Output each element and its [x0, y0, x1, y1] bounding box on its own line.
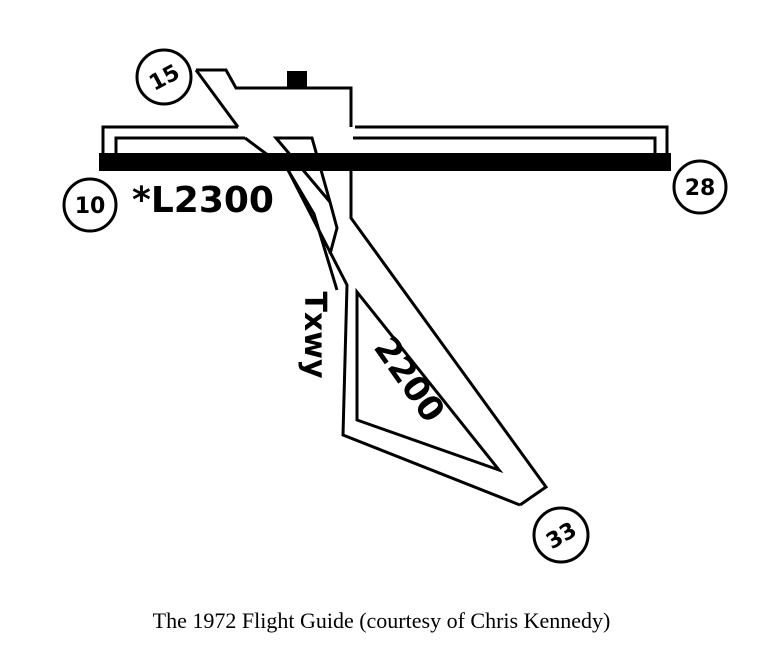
runway-15-33-mid-edge — [328, 201, 339, 255]
runway-10-28-outline-right — [355, 125, 669, 154]
runway-end-15: 15 — [135, 48, 193, 106]
airport-diagram: 15 10 28 33 *L2300 Txwy 2200 — [62, 48, 728, 564]
figure-caption: The 1972 Flight Guide (courtesy of Chris… — [152, 608, 611, 633]
intersection-triangle — [272, 136, 332, 203]
taxiway-label: Txwy — [297, 291, 332, 379]
runway-10-28-label: *L2300 — [132, 180, 274, 221]
runway-end-10: 10 — [62, 177, 118, 233]
taxiway-connector — [286, 169, 339, 291]
runway-10-28-outline-left-inner — [114, 136, 245, 154]
building — [287, 71, 307, 89]
runway-15-33-upper — [196, 68, 353, 127]
taxiway-left-edge — [244, 136, 521, 507]
runway-15-33-inner-triangle — [355, 287, 504, 474]
svg-text:10: 10 — [75, 194, 106, 219]
svg-text:28: 28 — [685, 176, 716, 201]
runway-end-33: 33 — [532, 506, 590, 564]
runway-10-28-outline-right-inner — [353, 136, 657, 154]
runway-end-28: 28 — [672, 159, 728, 215]
runway-10-28-strip — [99, 153, 671, 171]
runway-15-33-label: 2200 — [365, 329, 452, 429]
runway-15-33-right-edge — [349, 170, 549, 507]
runway-15-33-upper-left — [194, 69, 240, 128]
runway-10-28-outline-left — [101, 125, 238, 154]
